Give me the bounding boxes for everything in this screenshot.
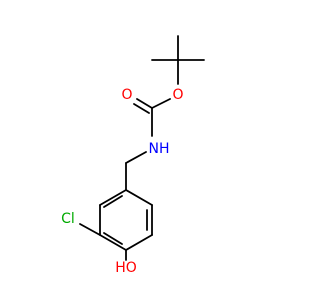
bond-nitrogen-to-methylene [125,151,147,164]
atom-label-hydroxyl: HO [115,260,137,276]
ring-bond-1 [125,189,153,206]
atom-label-nh: NH [149,141,170,157]
ring-bond-3 [125,234,153,251]
structure-canvas: O O NH Cl HO [61,35,205,276]
ring-inner-bond-3 [103,195,123,208]
atom-label-carbonyl-oxygen: O [121,87,132,103]
atom-label-ester-oxygen: O [172,87,183,103]
bond-ester-oxygen-to-carbonyl-carbon [151,98,171,109]
bond-ring-to-chlorine [79,223,101,236]
ring-inner-bond-2 [103,232,123,245]
atom-label-chlorine: Cl [61,211,75,227]
ring-bond-4 [99,234,127,251]
bond-carbonyl-double-1 [136,98,153,109]
ring-bond-6 [99,189,127,206]
molecule-diagram: O O NH Cl HO [61,35,205,276]
bond-carbonyl-double-2 [133,103,150,114]
